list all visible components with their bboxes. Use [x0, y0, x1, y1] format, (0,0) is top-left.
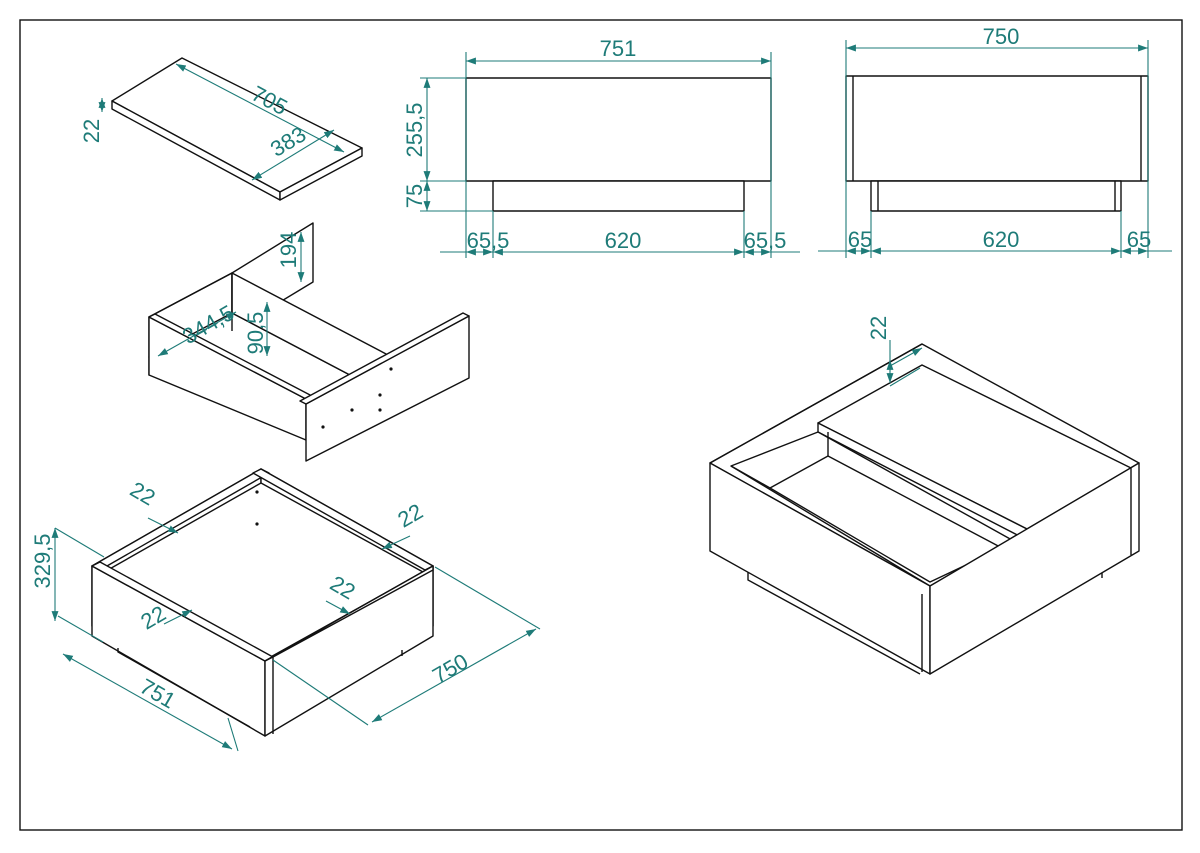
- side-view-body: [845, 75, 1149, 182]
- front-view: 751 255,5 75 65,5 620 65,5: [402, 36, 800, 258]
- dim-side-base-width: 620: [983, 227, 1020, 252]
- dim-front-width: 751: [600, 36, 637, 61]
- dim-side-right-offset: 65: [1127, 227, 1151, 252]
- dim-side-width: 750: [983, 24, 1020, 49]
- dim-front-left-offset: 65,5: [467, 228, 510, 253]
- dim-front-height-top: 255,5: [402, 102, 427, 157]
- side-view: 750 65 620 65: [818, 24, 1172, 258]
- dim-front-right-offset: 65,5: [744, 228, 787, 253]
- dim-carcass-height: 329,5: [30, 533, 55, 588]
- dim-front-base-width: 620: [605, 228, 642, 253]
- dim-carcass-wall-right: 22: [393, 499, 427, 533]
- dim-assembled-lid-thickness: 22: [866, 316, 891, 340]
- front-view-body: [465, 77, 772, 182]
- lid-panel: 22 705 383: [79, 57, 363, 201]
- dim-carcass-depth: 750: [428, 648, 472, 688]
- dim-drawer-inner-height: 90,5: [243, 312, 268, 355]
- sheet-border: [19, 19, 1183, 831]
- dim-side-left-offset: 65: [848, 227, 872, 252]
- drawer: 194 344,5 90,5: [148, 222, 470, 462]
- assembled-table: 22: [709, 316, 1140, 675]
- dim-drawer-height: 194: [276, 232, 301, 269]
- side-view-base: [870, 180, 1122, 212]
- dim-lid-thickness: 22: [79, 119, 104, 143]
- carcass: 329,5 22 22 22 22 751 750: [30, 468, 541, 752]
- dim-front-height-base: 75: [402, 184, 427, 208]
- front-view-base: [492, 180, 745, 212]
- dim-carcass-wall-top: 22: [126, 477, 160, 511]
